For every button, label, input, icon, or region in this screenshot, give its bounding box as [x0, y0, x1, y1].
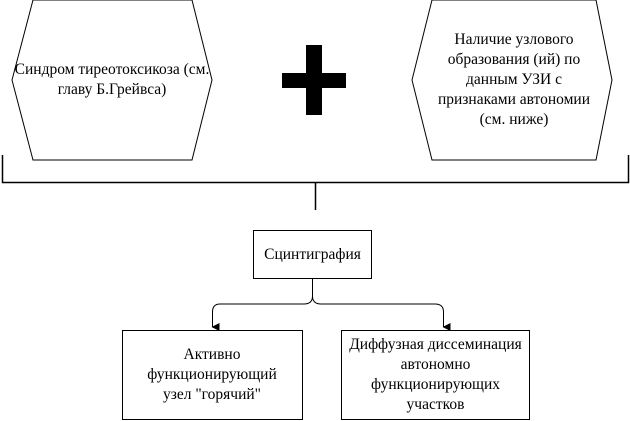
box-hot-node [122, 330, 303, 420]
box-diffuse [341, 330, 530, 420]
label-thyrotoxicosis: Синдром тиреотоксикоза (см. главу Б.Грей… [14, 61, 210, 98]
hexagon-nodule [411, 0, 613, 161]
split-connector-left [211, 279, 313, 331]
label-diffuse: Диффузная диссеминация автономно функцио… [349, 336, 522, 413]
label-scintigraphy: Сцинтиграфия [264, 245, 361, 263]
split-connector-right [312, 279, 451, 331]
plus-icon [282, 45, 346, 115]
label-nodule: Наличие узлового образования (ий) по дан… [437, 31, 591, 128]
hexagon-thyrotoxicosis [11, 0, 213, 161]
brace-connector [1, 155, 630, 210]
box-scintigraphy [253, 230, 372, 279]
label-hot-node: Активно функционирующий узел "горячий" [147, 346, 277, 403]
